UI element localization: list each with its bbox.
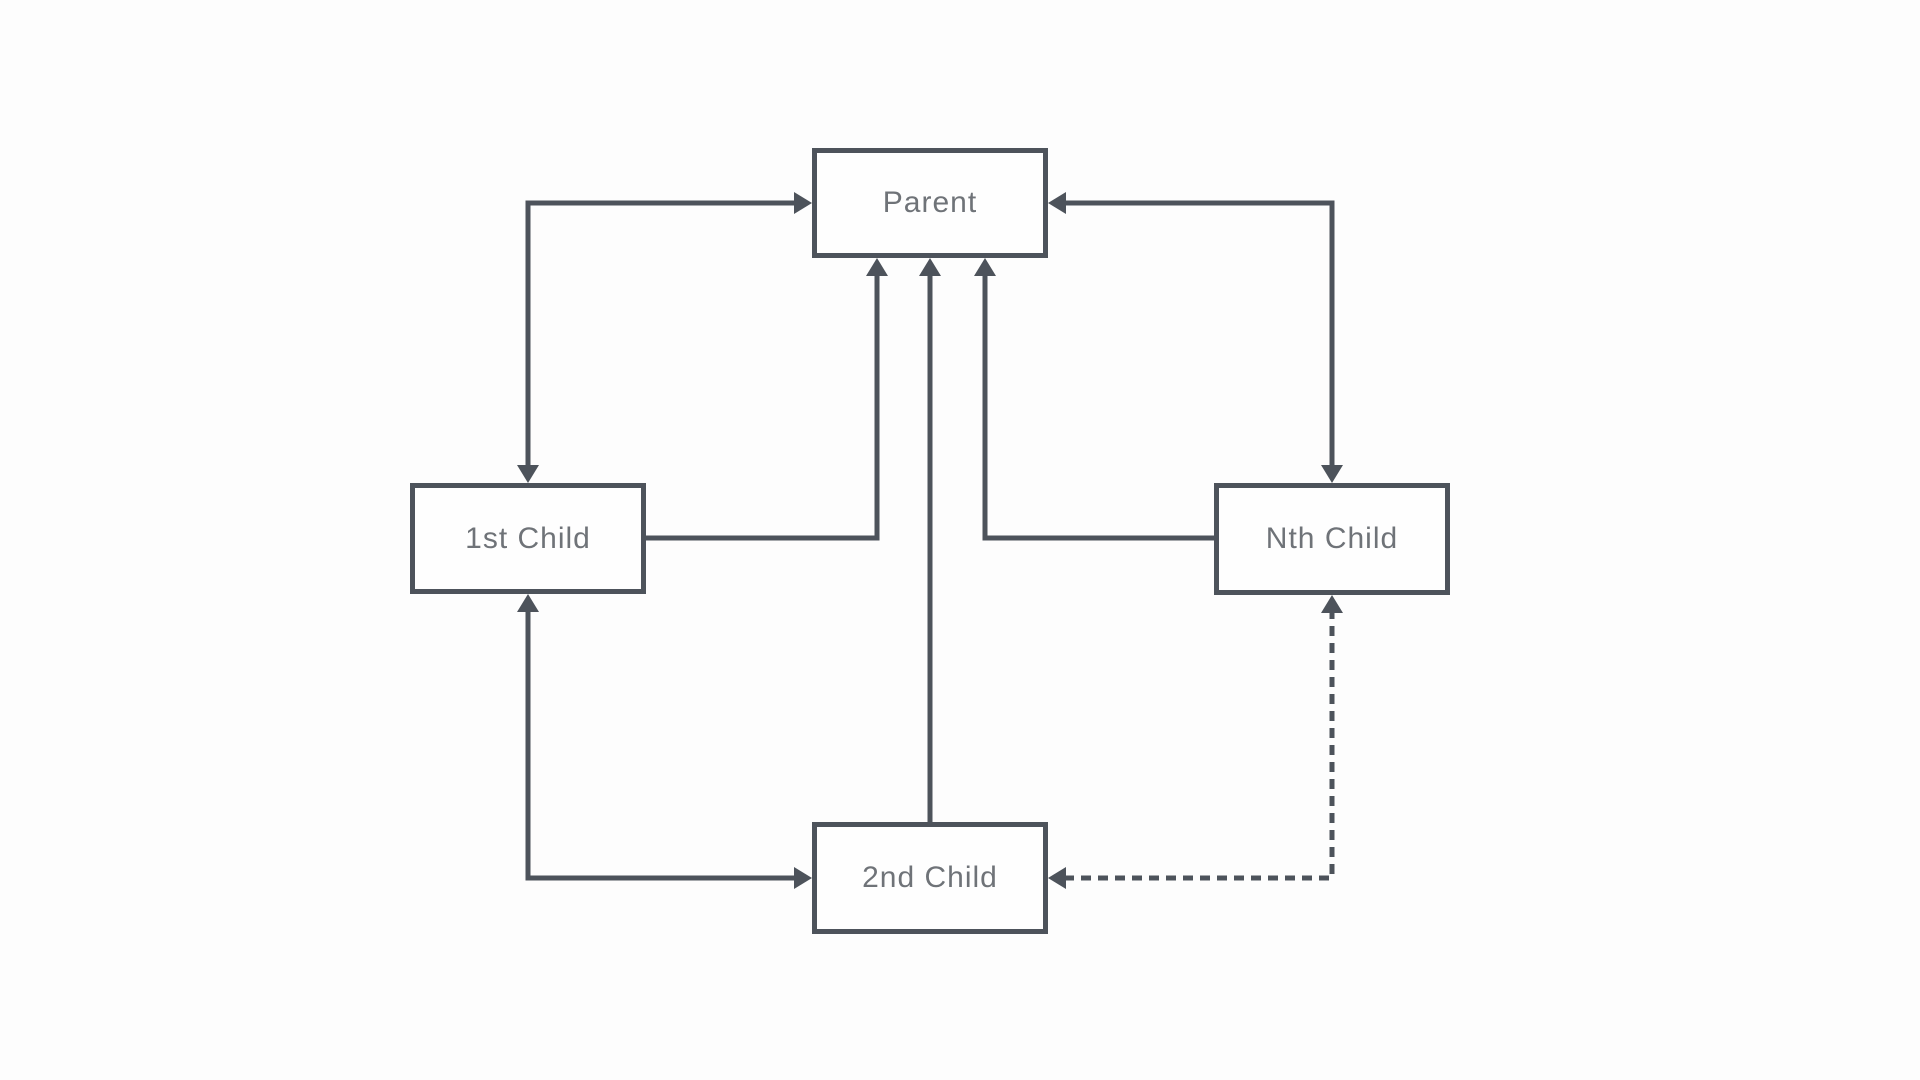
arrowhead-icon bbox=[1048, 192, 1066, 214]
connector-nth-child-to-parent bbox=[974, 258, 1214, 541]
node-second-child: 2nd Child bbox=[812, 822, 1048, 934]
node-nth-child-label: Nth Child bbox=[1265, 522, 1399, 555]
node-parent: Parent bbox=[812, 148, 1048, 258]
node-second-child-label: 2nd Child bbox=[862, 861, 998, 894]
arrowhead-icon bbox=[794, 867, 812, 889]
arrowhead-icon bbox=[919, 258, 941, 276]
connector-parent-first-child-link bbox=[517, 192, 812, 483]
arrowhead-icon bbox=[1048, 867, 1066, 889]
connector-first-second-sibling-link bbox=[517, 594, 812, 889]
arrowhead-icon bbox=[1321, 595, 1343, 613]
node-first-child: 1st Child bbox=[410, 483, 646, 594]
arrowhead-icon bbox=[517, 465, 539, 483]
arrowhead-icon bbox=[794, 192, 812, 214]
arrowhead-icon bbox=[974, 258, 996, 276]
connector-second-nth-sibling-link bbox=[1048, 595, 1343, 889]
arrowhead-icon bbox=[1321, 465, 1343, 483]
arrowhead-icon bbox=[866, 258, 888, 276]
connector-parent-nth-child-link bbox=[1048, 192, 1343, 483]
node-first-child-label: 1st Child bbox=[465, 521, 591, 555]
node-parent-label: Parent bbox=[882, 186, 978, 219]
connector-first-child-to-parent bbox=[646, 258, 888, 541]
connector-second-child-to-parent bbox=[919, 258, 941, 822]
arrowhead-icon bbox=[517, 594, 539, 612]
node-nth-child: Nth Child bbox=[1214, 483, 1450, 595]
